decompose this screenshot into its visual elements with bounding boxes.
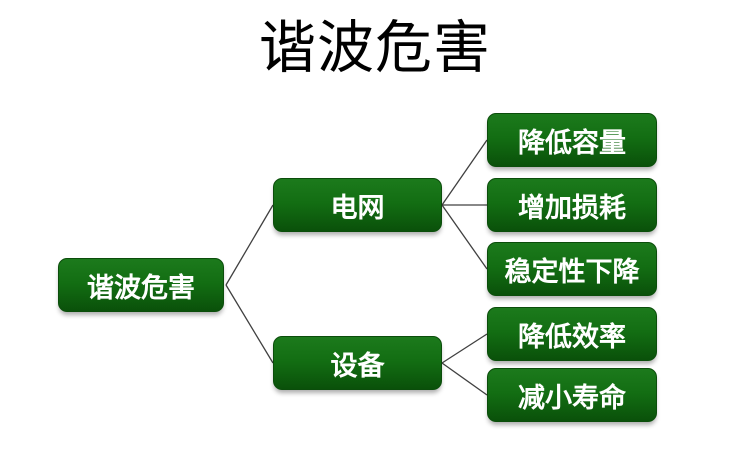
node-label: 设备 [330,350,385,381]
node-root-harmonic-hazard: 谐波危害 [58,258,224,312]
connector-equip-efficiency [441,333,488,364]
node-label: 减小寿命 [518,382,626,413]
connector-equip-lifespan [441,362,488,396]
node-leaf-reduce-lifespan: 减小寿命 [487,368,657,422]
node-branch-equipment: 设备 [273,336,442,390]
node-label: 稳定性下降 [504,256,640,287]
node-branch-power-grid: 电网 [273,178,442,232]
node-leaf-stability-decline: 稳定性下降 [487,242,657,296]
connector-root-equipment [225,284,274,364]
page-title: 谐波危害 [259,17,491,80]
node-leaf-increase-loss: 增加损耗 [487,178,657,232]
node-leaf-reduce-capacity: 降低容量 [487,113,657,167]
connector-grid-stability [441,204,488,270]
connector-grid-capacity [441,139,488,206]
node-leaf-reduce-efficiency: 降低效率 [487,307,657,361]
node-label: 谐波危害 [87,272,195,303]
node-label: 降低效率 [518,321,626,352]
node-label: 增加损耗 [518,192,626,223]
node-label: 电网 [330,192,385,223]
connector-root-grid [225,204,274,286]
node-label: 降低容量 [518,127,626,158]
